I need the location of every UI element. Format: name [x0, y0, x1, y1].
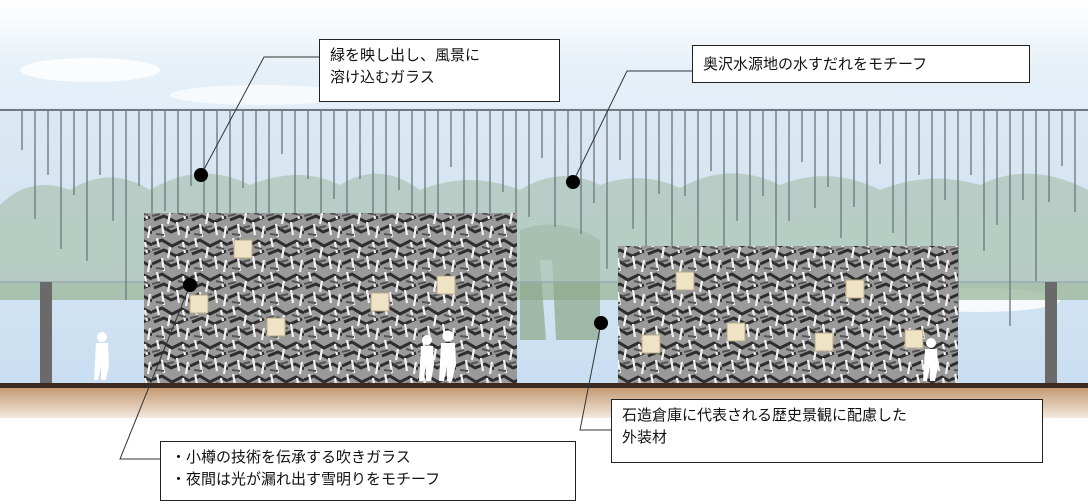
callout-blown-glass: ・小樽の技術を伝承する吹きガラス ・夜間は光が漏れ出す雪明りをモチーフ	[160, 441, 576, 501]
callout-text-line: 外装材	[622, 428, 668, 446]
callout-text-line: ・小樽の技術を伝承する吹きガラス	[171, 448, 411, 466]
cloud	[20, 58, 160, 82]
person-figure	[439, 330, 456, 381]
leader-line	[572, 70, 692, 183]
callout-text-line: ・夜間は光が漏れ出す雪明りをモチーフ	[171, 470, 441, 488]
callout-text-line: 奥沢水源地の水すだれをモチーフ	[703, 55, 928, 73]
column-left	[40, 282, 52, 385]
water-curtain-rods	[21, 110, 1076, 341]
leader-line	[119, 284, 191, 460]
glass-window	[189, 294, 209, 314]
callout-text-line: 溶け込むガラス	[330, 68, 435, 86]
marker-dot	[566, 175, 580, 189]
glass-window	[845, 279, 865, 299]
person-figure	[923, 338, 938, 381]
glass-window	[370, 292, 390, 312]
window-group	[189, 239, 924, 354]
leader-line	[579, 322, 611, 431]
callout-water-drip-motif: 奥沢水源地の水すだれをモチーフ	[692, 45, 1030, 83]
glass-window	[814, 332, 834, 352]
leader-line	[200, 56, 319, 176]
glass-window	[675, 271, 695, 291]
glass-window	[233, 239, 253, 259]
cloud	[170, 85, 350, 105]
marker-dot	[594, 316, 608, 330]
glass-window	[436, 275, 456, 295]
callout-glass-reflection: 緑を映し出し、風景に 溶け込むガラス	[319, 39, 560, 102]
person-figure	[94, 332, 109, 380]
stone-block-right	[618, 246, 958, 385]
leader-lines	[119, 56, 692, 460]
callout-stone-cladding: 石造倉庫に代表される歴史景観に配慮した 外装材	[611, 399, 1043, 463]
marker-dot	[194, 168, 208, 182]
pedestrian-figures	[94, 330, 938, 381]
callout-text-line: 石造倉庫に代表される歴史景観に配慮した	[622, 406, 908, 424]
person-figure	[419, 335, 434, 381]
glass-window	[904, 329, 924, 349]
glass-window	[266, 317, 286, 337]
glass-window	[726, 322, 746, 342]
column-right	[1045, 282, 1057, 385]
callout-text-line: 緑を映し出し、風景に	[330, 46, 481, 64]
floor-line	[0, 383, 1088, 388]
marker-dot	[183, 278, 197, 292]
glass-window	[641, 334, 661, 354]
